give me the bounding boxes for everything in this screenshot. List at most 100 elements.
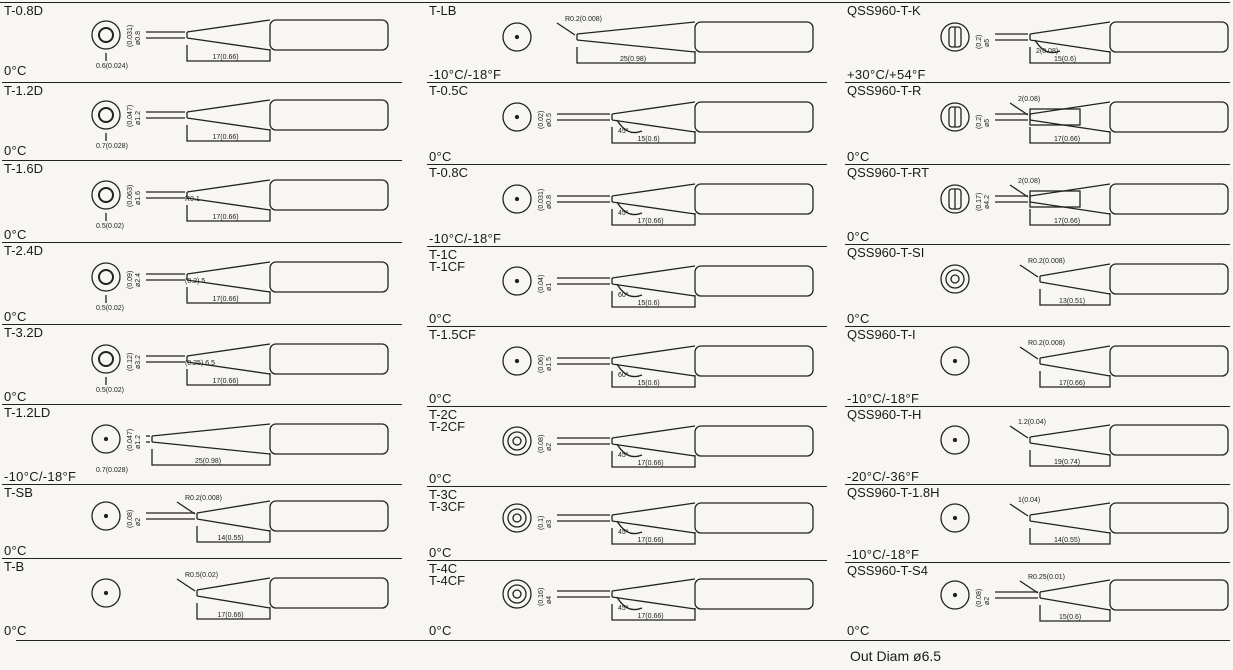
- tip-drawing-lines: [502, 578, 814, 621]
- tip-drawing-lines: [502, 265, 814, 308]
- radius-leader-arrow: [1009, 425, 1029, 439]
- tip-model-name: QSS960-T-1.8H: [847, 485, 940, 500]
- end-view-inner-ring: [945, 269, 965, 289]
- temperature-offset: 0°C: [847, 311, 870, 326]
- bevel-face: [1034, 39, 1061, 54]
- bevel-angle-label: 45°: [618, 127, 629, 135]
- tip-radius-label: 2(0.08): [1018, 178, 1040, 185]
- inch-diameter-label: (0.08): [127, 510, 134, 528]
- tip-drawing-lines: [91, 577, 389, 620]
- tip-width-label: 0.5(0.02): [96, 305, 124, 312]
- tip-drawing-lines: [940, 424, 1229, 467]
- end-view-core: [950, 274, 960, 284]
- radius-leader-arrow: [1009, 102, 1029, 116]
- tip-handle-barrel: [694, 345, 814, 377]
- tip-drawing-lines: [502, 101, 814, 144]
- length-dimension-label: 17(0.66): [638, 613, 664, 620]
- length-dimension-bracket: [1039, 289, 1111, 306]
- inch-diameter-label: (0.2): [976, 115, 983, 129]
- end-view-circle: [91, 578, 121, 608]
- mm-diameter-label: ø1.2: [135, 435, 142, 449]
- tip-model-name: QSS960-T-H: [847, 407, 922, 422]
- temperature-offset: 0°C: [429, 623, 452, 638]
- mm-diameter-label: ø0.8: [546, 195, 553, 209]
- tip-handle-barrel: [1109, 21, 1229, 53]
- tip-width-label: 0.7(0.028): [96, 467, 128, 474]
- tip-drawing: 17(0.66)(0.2)ø52(0.08): [940, 96, 1229, 144]
- tip-taper: [186, 19, 271, 51]
- tip-handle-barrel: [694, 21, 814, 53]
- tip-model-name: T-1.5CF: [429, 327, 476, 342]
- end-view-inner-ring: [98, 351, 114, 367]
- tip-drawing: 17(0.66)(0.12)ø3.20.5(0.02)(0.25) 6.5: [91, 343, 389, 394]
- tip-drawing: 15(0.6)(0.06)ø1.560°: [502, 345, 814, 388]
- end-view-inner-ring: [507, 584, 527, 604]
- mm-diameter-label: ø4: [546, 596, 553, 604]
- tip-model-name-alt: T-2CF: [429, 419, 466, 434]
- length-dimension-bracket: [1029, 47, 1111, 64]
- bevel-angle-label: 60°: [618, 291, 629, 299]
- tip-radius-label: R0.2(0.008): [185, 495, 222, 502]
- tip-taper: [611, 578, 696, 610]
- tip-drawing: 15(0.6)(0.02)ø0.545°: [502, 101, 814, 144]
- tip-width-label: 0.6(0.024): [96, 63, 128, 70]
- length-dimension-label: 14(0.55): [1054, 537, 1080, 544]
- length-dimension-bracket: [611, 371, 696, 388]
- temperature-offset: 0°C: [429, 545, 452, 560]
- tip-face-label: R0.1: [185, 196, 200, 203]
- inch-diameter-label: (0.08): [976, 589, 983, 607]
- mm-diameter-label: ø2: [984, 597, 991, 605]
- tip-drawing-lines: [502, 425, 814, 468]
- tip-taper: [611, 101, 696, 133]
- end-view-center-dot: [952, 437, 958, 443]
- length-dimension-label: 15(0.6): [1054, 56, 1076, 63]
- tip-drawing-lines: [502, 345, 814, 388]
- tip-taper: [1039, 345, 1111, 377]
- length-dimension-label: 17(0.66): [1054, 136, 1080, 143]
- end-view-circle: [91, 180, 121, 210]
- tip-model-name: T-4C: [429, 561, 458, 576]
- tip-width-label: 0.7(0.028): [96, 143, 128, 150]
- radius-leader-arrow: [556, 22, 576, 36]
- outer-diameter-note: Out Diam ø6.5: [850, 648, 942, 664]
- bevel-angle-label: 45°: [618, 451, 629, 459]
- tip-drawing: 17(0.66)R0.2(0.008): [940, 340, 1229, 388]
- length-dimension-label: 17(0.66): [638, 460, 664, 467]
- tip-radius-label: R0.5(0.02): [185, 572, 218, 579]
- mm-diameter-label: ø5: [984, 119, 991, 127]
- end-view-center-dot: [514, 278, 520, 284]
- temperature-offset: -10°C/-18°F: [847, 547, 920, 562]
- tip-taper: [1039, 263, 1111, 295]
- tip-model-name-alt: T-3CF: [429, 499, 466, 514]
- length-dimension-bracket: [1039, 605, 1111, 622]
- end-view-core: [512, 589, 522, 599]
- end-view-inner-ring: [98, 107, 114, 123]
- temperature-offset: 0°C: [429, 311, 452, 326]
- end-view-center-dot: [952, 515, 958, 521]
- tip-model-name: T-0.5C: [429, 83, 469, 98]
- tip-taper: [186, 261, 271, 293]
- tip-radius-label: 1.2(0.04): [1018, 419, 1046, 426]
- radius-leader-arrow: [1019, 580, 1039, 594]
- mm-diameter-label: ø3: [546, 520, 553, 528]
- inch-diameter-label: (0.2): [976, 35, 983, 49]
- length-dimension-bracket: [186, 369, 271, 386]
- tip-drawing: 17(0.66)(0.09)ø2.40.5(0.02)(0.2) 5: [91, 261, 389, 312]
- tip-drawing-lines: [91, 261, 389, 304]
- end-view-center-dot: [952, 592, 958, 598]
- mm-diameter-label: ø1.5: [546, 357, 553, 371]
- radius-leader-arrow: [176, 578, 196, 592]
- tip-drawing: 14(0.55)1(0.04): [940, 497, 1229, 545]
- tip-handle-barrel: [694, 101, 814, 133]
- tip-handle-barrel: [269, 423, 389, 455]
